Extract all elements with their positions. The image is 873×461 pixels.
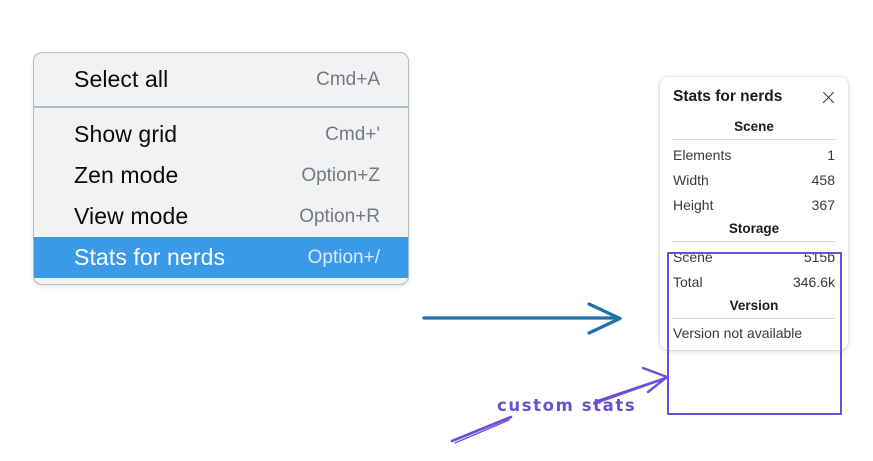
stat-row: Scene 515b	[660, 245, 848, 270]
stats-section-version: Version Version not available	[660, 295, 848, 342]
menu-item-stats-for-nerds[interactable]: Stats for nerds Option+/	[34, 237, 408, 278]
section-divider	[672, 241, 836, 242]
context-menu: Select all Cmd+A Show grid Cmd+' Zen mod…	[33, 52, 409, 285]
stats-section-scene: Scene Elements 1 Width 458 Height 367	[660, 116, 848, 218]
stat-row: Elements 1	[660, 143, 848, 168]
menu-item-label: Show grid	[74, 121, 178, 147]
section-title: Version	[729, 298, 779, 313]
stat-label: Height	[673, 197, 714, 213]
section-title: Storage	[728, 221, 780, 236]
menu-item-zen-mode[interactable]: Zen mode Option+Z	[34, 155, 408, 196]
stat-value: 515b	[803, 249, 835, 265]
stat-label: Scene	[673, 249, 713, 265]
stat-label: Width	[673, 172, 709, 188]
stat-row: Width 458	[660, 168, 848, 193]
section-title: Scene	[734, 119, 774, 134]
menu-item-label: Zen mode	[74, 162, 179, 188]
blue-arrow-icon	[422, 302, 622, 335]
section-divider	[672, 318, 836, 319]
menu-item-shortcut: Cmd+A	[316, 68, 380, 90]
stat-label: Elements	[673, 147, 732, 163]
close-icon[interactable]	[821, 90, 836, 105]
menu-item-label: View mode	[74, 203, 189, 229]
annotation-label-custom-stats: custom stats	[497, 396, 637, 415]
stat-value: 346.6k	[792, 274, 835, 290]
section-divider	[672, 139, 836, 140]
stats-section-storage: Storage Scene 515b Total 346.6k	[660, 218, 848, 295]
menu-item-shortcut: Option+Z	[301, 164, 380, 186]
stat-label: Total	[673, 274, 703, 290]
stat-value: 1	[827, 147, 835, 163]
stat-row: Total 346.6k	[660, 270, 848, 295]
stats-for-nerds-panel: Stats for nerds Scene Elements 1 Width 4…	[660, 77, 848, 350]
stats-panel-title: Stats for nerds	[673, 88, 783, 105]
menu-item-label: Select all	[74, 66, 169, 92]
menu-item-shortcut: Cmd+'	[325, 123, 380, 145]
menu-item-show-grid[interactable]: Show grid Cmd+'	[34, 114, 408, 155]
purple-underline-stroke	[450, 415, 513, 444]
menu-item-shortcut: Option+R	[299, 205, 380, 227]
stat-value: 458	[811, 172, 835, 188]
stats-panel-header: Stats for nerds	[660, 88, 848, 106]
stat-row: Height 367	[660, 193, 848, 218]
menu-item-label: Stats for nerds	[74, 244, 226, 270]
version-status-text: Version not available	[673, 325, 803, 341]
stat-value: 367	[811, 197, 835, 213]
menu-item-select-all[interactable]: Select all Cmd+A	[34, 59, 408, 100]
menu-group-1: Select all Cmd+A	[34, 53, 408, 106]
menu-item-view-mode[interactable]: View mode Option+R	[34, 196, 408, 237]
menu-item-shortcut: Option+/	[307, 246, 380, 268]
menu-group-2: Show grid Cmd+' Zen mode Option+Z View m…	[34, 106, 408, 284]
